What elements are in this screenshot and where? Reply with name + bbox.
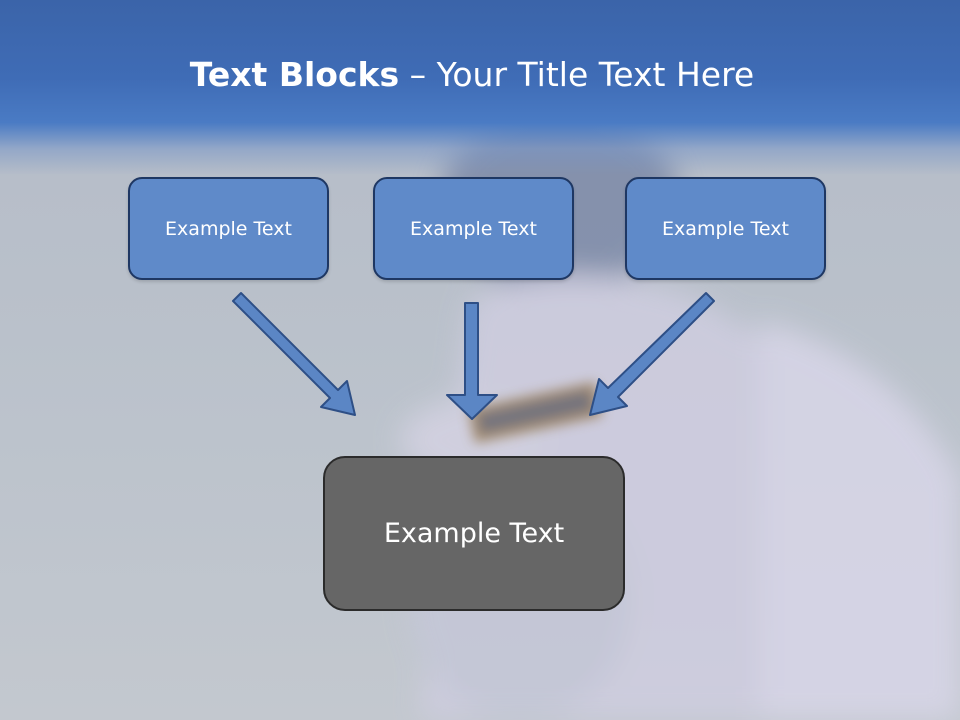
title-rest: – Your Title Text Here — [399, 55, 755, 94]
text-block-2[interactable]: Example Text — [373, 177, 574, 280]
main-text-block[interactable]: Example Text — [323, 456, 625, 611]
text-block-3[interactable]: Example Text — [625, 177, 826, 280]
text-block-1[interactable]: Example Text — [128, 177, 329, 280]
title-band — [0, 0, 960, 175]
text-block-3-label: Example Text — [662, 217, 789, 240]
slide-title: Text Blocks – Your Title Text Here — [0, 55, 944, 95]
text-block-1-label: Example Text — [165, 217, 292, 240]
text-block-2-label: Example Text — [410, 217, 537, 240]
main-text-block-label: Example Text — [383, 518, 565, 549]
title-bold: Text Blocks — [189, 55, 400, 94]
